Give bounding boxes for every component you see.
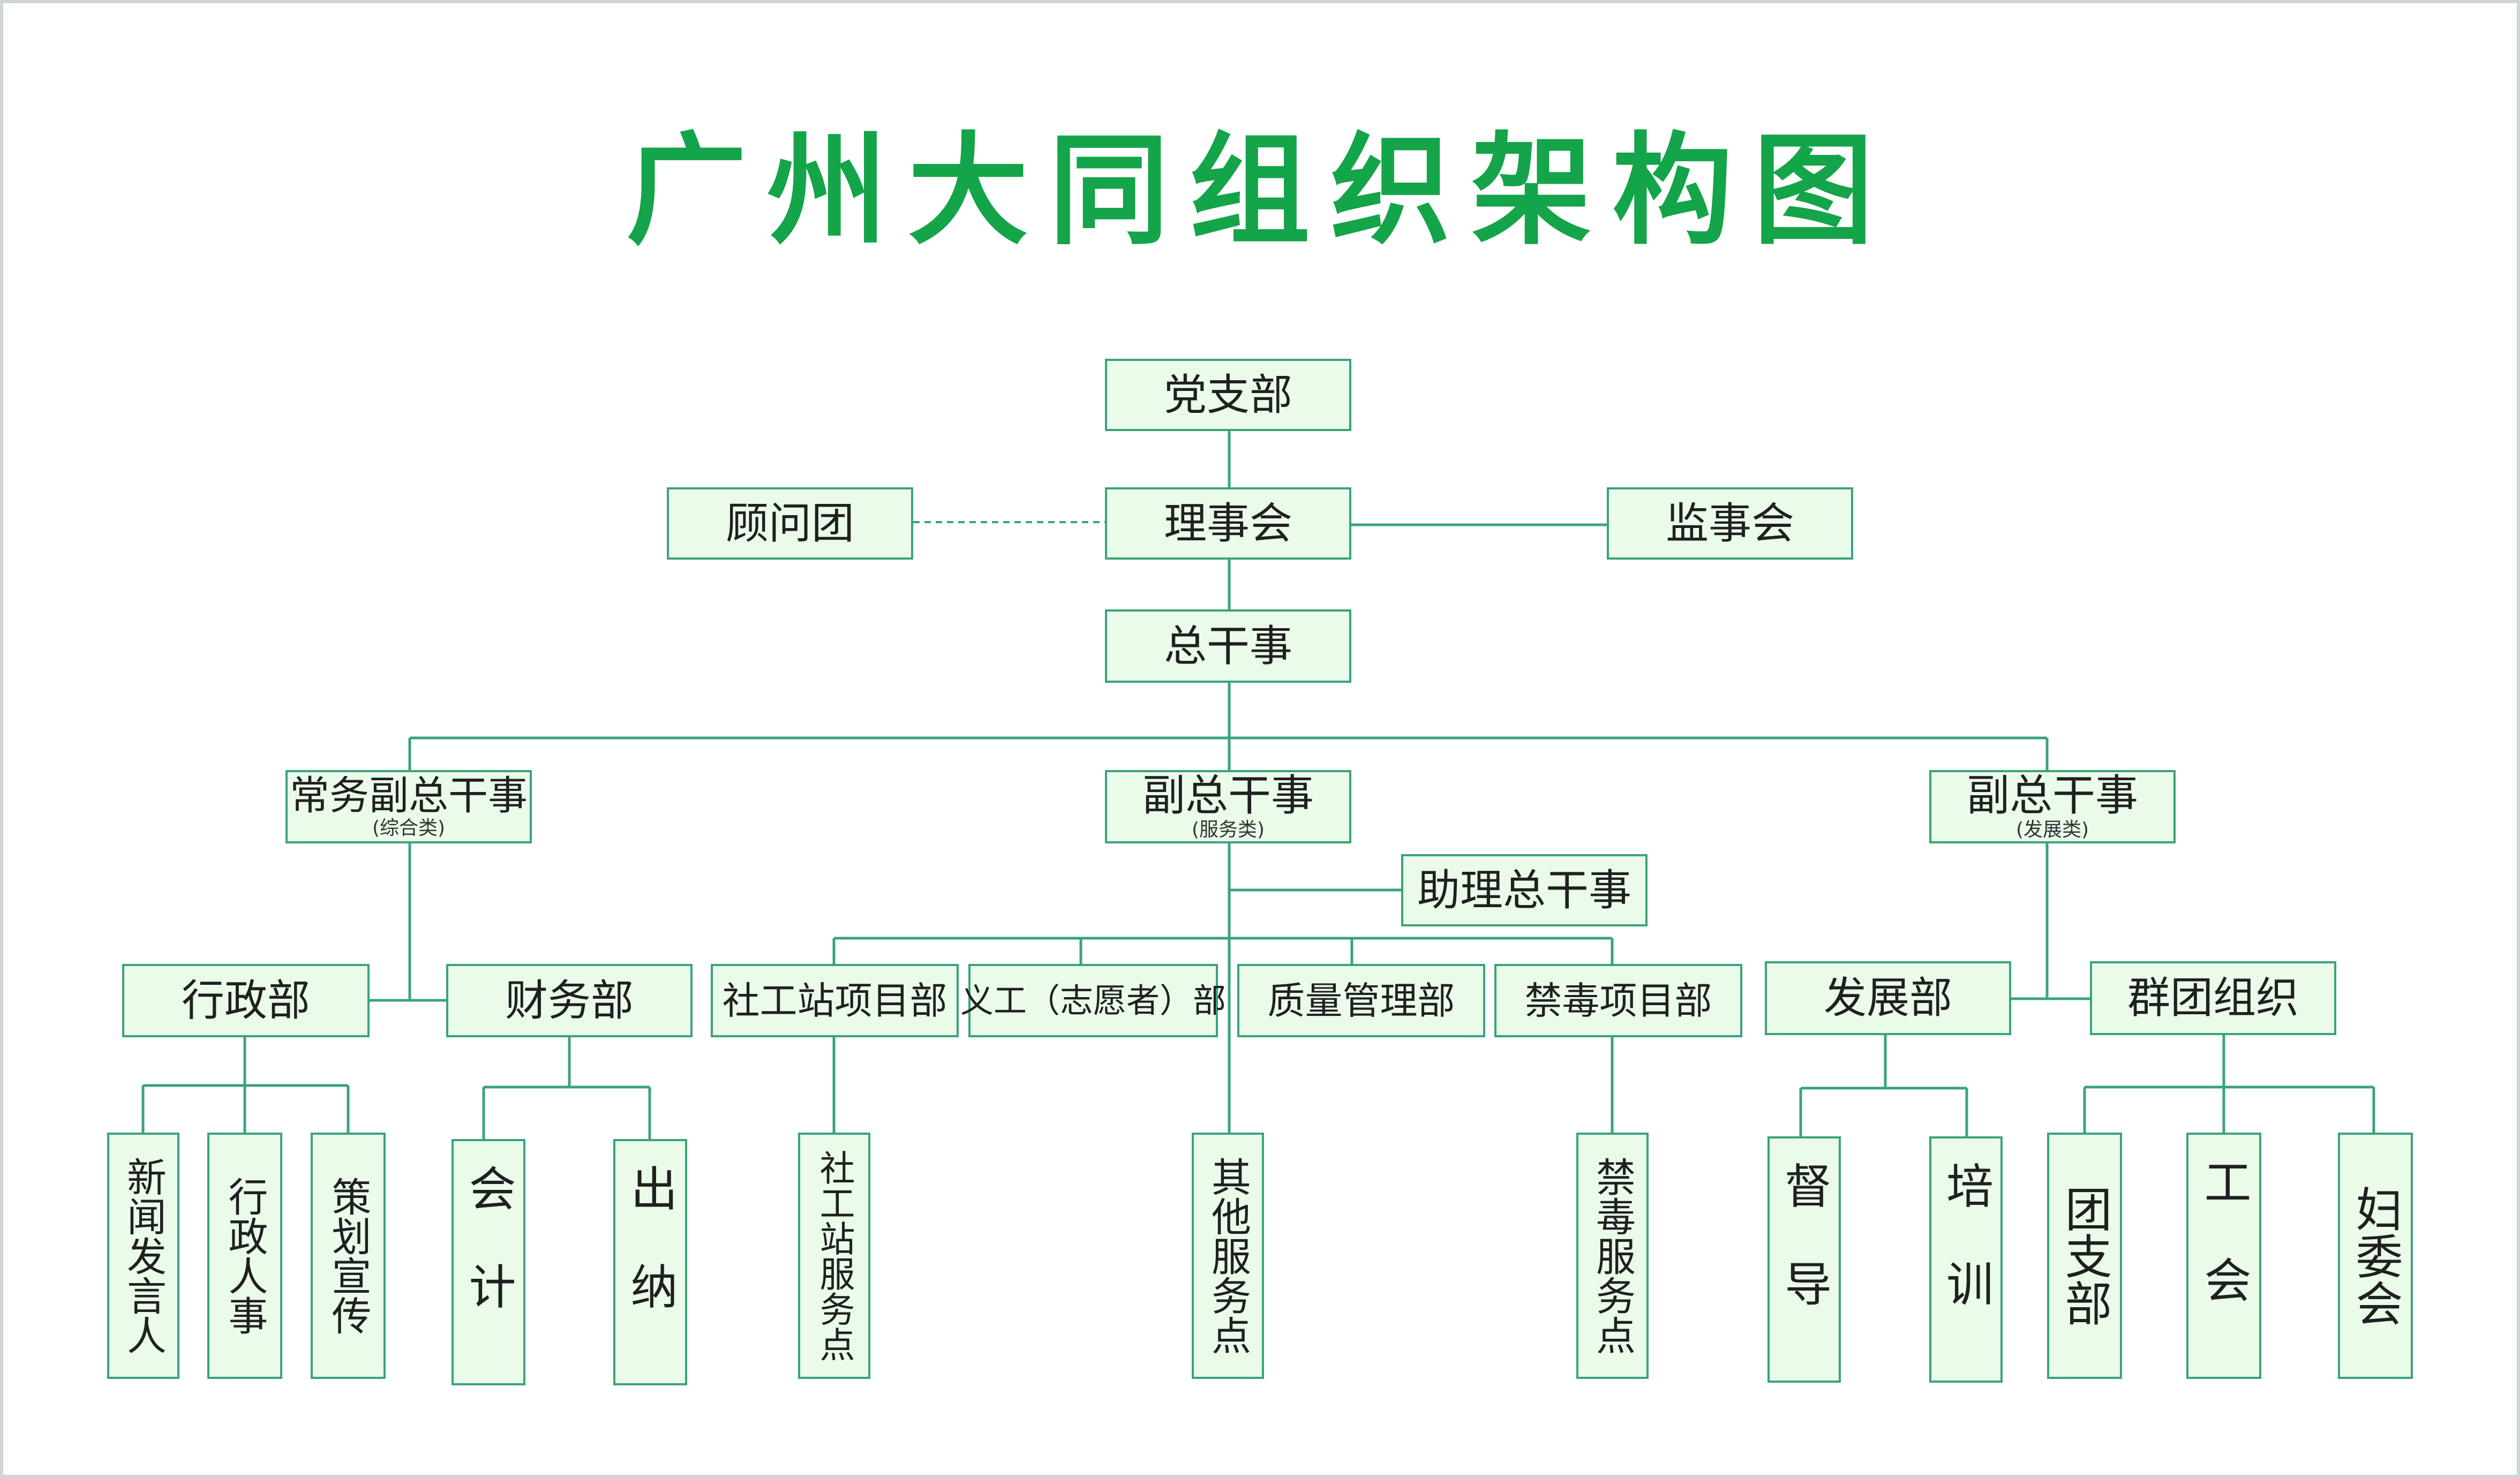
- node-label: 财务部: [505, 975, 634, 1025]
- node-label: 义工（志愿者）部: [960, 981, 1227, 1020]
- node-label: 行政部: [182, 975, 310, 1025]
- node-label: 发展部: [1824, 973, 1952, 1023]
- node-label: 顾问团: [726, 498, 854, 548]
- node-sublabel: (服务类): [1191, 818, 1265, 841]
- node-director-general: 总干事: [1105, 609, 1351, 683]
- node-label: 督导: [1777, 1162, 1832, 1358]
- node-anti-drug-points: 禁毒服务点: [1576, 1133, 1649, 1379]
- node-cashier: 出纳: [613, 1139, 687, 1385]
- node-volunteer-dept: 义工（志愿者）部: [960, 964, 1226, 1037]
- node-label: 工会: [2196, 1158, 2252, 1354]
- node-news-spokesperson: 新闻发言人: [107, 1133, 179, 1379]
- node-label: 禁毒项目部: [1524, 978, 1712, 1023]
- node-party-branch: 党支部: [1105, 359, 1351, 431]
- node-deputy-service: 副总干事 (服务类): [1105, 770, 1351, 843]
- node-deputy-development: 副总干事 (发展类): [1929, 770, 2176, 843]
- node-training: 培训: [1929, 1136, 2003, 1383]
- node-admin-personnel: 行政人事: [207, 1133, 282, 1379]
- node-label: 理事会: [1164, 498, 1292, 548]
- node-label: 监事会: [1666, 498, 1794, 548]
- node-supervisory-board: 监事会: [1607, 487, 1853, 560]
- node-assistant-dg: 助理总干事: [1401, 854, 1648, 926]
- node-label: 新闻发言人: [120, 1157, 167, 1355]
- node-social-work-points: 社工站服务点: [798, 1133, 870, 1379]
- node-advisory-group: 顾问团: [667, 487, 913, 560]
- node-development-dept: 发展部: [1765, 961, 2011, 1035]
- node-label: 策划宣传: [325, 1177, 371, 1335]
- node-label: 会计: [461, 1164, 516, 1360]
- node-womens-committee: 妇委会: [2338, 1133, 2413, 1379]
- node-council: 理事会: [1105, 487, 1351, 560]
- node-label: 出纳: [623, 1164, 678, 1360]
- node-sublabel: (综合类): [372, 817, 446, 839]
- node-finance-dept: 财务部: [446, 964, 693, 1037]
- node-label: 群团组织: [2127, 973, 2299, 1023]
- node-supervision: 督导: [1767, 1136, 1841, 1383]
- node-anti-drug-dept: 禁毒项目部: [1494, 964, 1742, 1037]
- node-labor-union: 工会: [2186, 1133, 2261, 1379]
- node-social-work-dept: 社工站项目部: [711, 964, 959, 1037]
- node-label: 质量管理部: [1267, 978, 1455, 1023]
- node-mass-org: 群团组织: [2090, 961, 2336, 1035]
- node-quality-dept: 质量管理部: [1237, 964, 1485, 1037]
- node-label: 副总干事: [1967, 770, 2138, 820]
- node-label: 培训: [1938, 1162, 1994, 1358]
- node-label: 副总干事: [1142, 770, 1314, 820]
- node-sublabel: (发展类): [2015, 818, 2089, 841]
- node-label: 助理总干事: [1417, 865, 1631, 915]
- node-label: 社工站项目部: [722, 978, 947, 1023]
- node-admin-dept: 行政部: [122, 964, 370, 1037]
- node-other-service-points: 其他服务点: [1192, 1133, 1264, 1379]
- node-label: 常务副总干事: [290, 772, 528, 819]
- node-label: 团支部: [2057, 1185, 2112, 1326]
- node-label: 其他服务点: [1205, 1157, 1251, 1355]
- node-accounting: 会计: [452, 1139, 525, 1385]
- node-label: 行政人事: [222, 1177, 268, 1335]
- node-label: 总干事: [1164, 621, 1292, 671]
- node-exec-deputy: 常务副总干事 (综合类): [285, 770, 532, 843]
- chart-title: 广州大同组织架构图: [626, 121, 1894, 261]
- node-planning-publicity: 策划宣传: [311, 1133, 386, 1379]
- node-youth-league: 团支部: [2047, 1133, 2122, 1379]
- node-label: 妇委会: [2348, 1185, 2403, 1326]
- node-label: 社工站服务点: [814, 1150, 855, 1362]
- node-label: 禁毒服务点: [1589, 1157, 1636, 1355]
- node-label: 党支部: [1164, 370, 1292, 420]
